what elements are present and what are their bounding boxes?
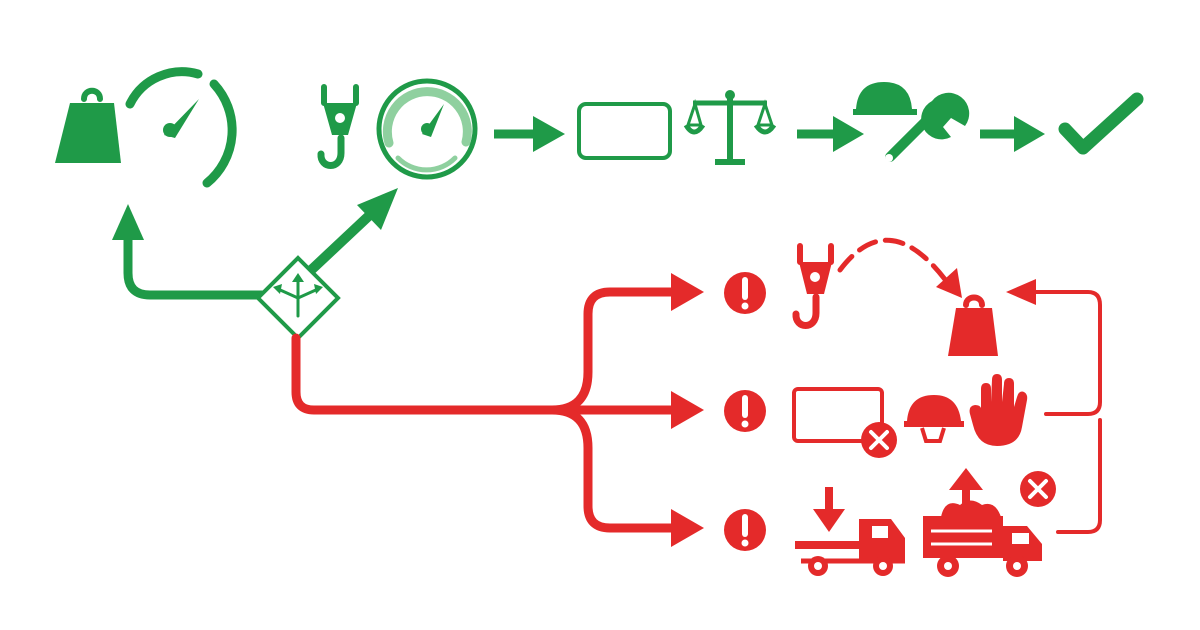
blank-rectangle-icon	[577, 102, 672, 160]
warning-path	[291, 237, 1102, 577]
crane-hook-icon	[317, 84, 359, 169]
dashed-curved-arrow-icon	[837, 237, 950, 285]
hard-hat-icon	[904, 395, 964, 443]
warning-loop-back-line	[1031, 290, 1102, 416]
warning-branch-bottom-head	[671, 509, 704, 547]
success-diagonal-arrow-head	[357, 188, 398, 230]
warning-loop-back-line-lower	[1056, 418, 1102, 534]
weight-icon	[948, 294, 998, 356]
dashed-curved-arrow-head	[936, 268, 962, 298]
stop-hand-icon	[969, 374, 1028, 446]
warning-trunk	[291, 333, 557, 415]
weight-icon	[55, 87, 121, 163]
crane-hook-icon	[792, 243, 834, 329]
flatbed-truck-icon	[795, 519, 905, 576]
success-return-arrow	[123, 233, 275, 300]
hard-hat-icon	[853, 82, 917, 115]
success-arrow-2-head	[833, 116, 864, 152]
success-arrow-1-head	[533, 116, 565, 152]
down-arrow-icon	[813, 487, 845, 532]
alert-icon	[724, 272, 766, 314]
warning-branch-top	[551, 287, 672, 415]
success-diagonal-arrow	[303, 207, 378, 278]
warning-branch-top-head	[671, 273, 704, 311]
success-return-arrow-head	[112, 204, 144, 240]
cancel-icon	[1020, 471, 1056, 507]
warning-branch-middle-head	[671, 391, 704, 429]
decision-diamond	[255, 255, 341, 341]
alert-icon	[724, 390, 766, 432]
branching-arrows-icon	[273, 273, 323, 318]
success-arrow-3-head	[1014, 116, 1045, 152]
wrench-icon	[885, 92, 970, 162]
success-path	[55, 67, 1144, 300]
warning-loop-back-arrow-head	[1006, 279, 1036, 305]
warning-branch-bottom	[551, 405, 672, 533]
cancel-icon	[861, 422, 897, 458]
alert-icon	[724, 509, 766, 551]
rectangle-cancel-icon	[792, 387, 884, 443]
checkmark-icon	[1058, 92, 1144, 155]
loaded-truck-icon	[923, 500, 1042, 577]
gauge-icon	[376, 78, 478, 180]
balance-scale-icon	[683, 90, 777, 165]
gauge-icon	[125, 67, 237, 188]
